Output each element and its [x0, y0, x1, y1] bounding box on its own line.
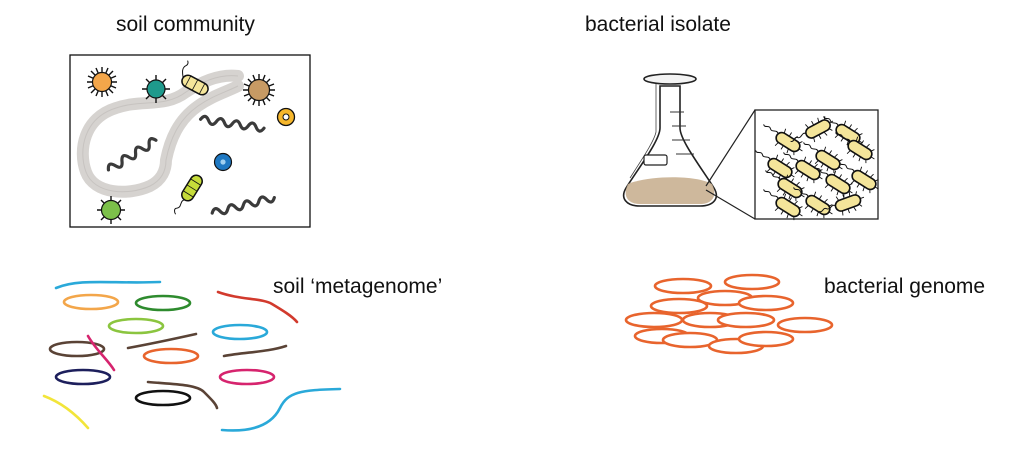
soil-metagenome-label: soil ‘metagenome’	[273, 275, 443, 298]
spirochete-2	[199, 114, 266, 133]
soil-community-label: soil community	[116, 13, 255, 36]
erlenmeyer-flask	[622, 73, 718, 207]
bacterial-isolate-label: bacterial isolate	[585, 13, 731, 36]
green-coccus	[97, 196, 125, 224]
metagenome-fragments	[42, 280, 342, 432]
spirochete-3	[210, 195, 276, 216]
spirochete-1	[106, 137, 158, 172]
teal-coccus	[142, 75, 170, 103]
zoom-line-bottom	[705, 189, 756, 220]
blue-spore	[213, 152, 233, 172]
yellow-spore	[276, 107, 296, 127]
zoom-line-top	[705, 109, 756, 187]
orange-coccus	[87, 67, 117, 97]
soil-community-panel	[69, 54, 311, 228]
genome-plasmids	[624, 273, 834, 355]
broth	[625, 177, 715, 204]
bacterial-genome-label: bacterial genome	[824, 275, 986, 298]
lime-rod-bacterium	[174, 174, 203, 215]
yellow-rod-bacterium	[181, 60, 209, 96]
flask-label-patch	[643, 154, 668, 166]
isolate-zoom-box	[748, 108, 885, 226]
tan-coccus	[243, 74, 275, 106]
